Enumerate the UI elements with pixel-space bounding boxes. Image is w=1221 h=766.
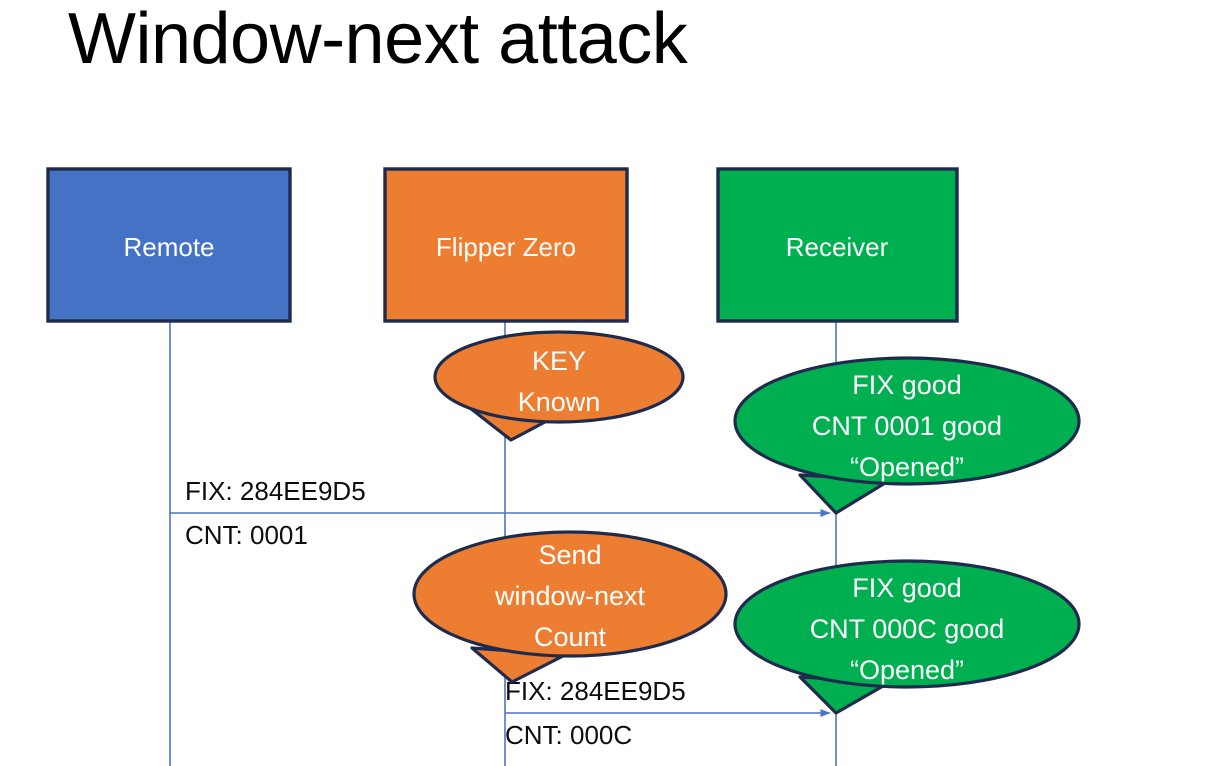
callout-key-known[interactable]: KEY Known (433, 330, 685, 442)
actor-receiver[interactable]: Receiver (716, 167, 959, 323)
callout-line: window-next (494, 581, 646, 611)
message-label-fix: FIX: 284EE9D5 (505, 676, 686, 706)
callout-bubble[interactable] (733, 356, 1081, 486)
actor-box[interactable] (716, 167, 959, 323)
message-label-cnt: CNT: 0001 (185, 520, 308, 550)
actor-label: Receiver (786, 232, 889, 262)
actor-flipper-zero[interactable]: Flipper Zero (383, 167, 629, 323)
callout-line: “Opened” (850, 452, 964, 482)
message-remote-to-receiver: FIX: 284EE9D5 CNT: 0001 (170, 476, 831, 550)
callout-line: Known (518, 387, 601, 417)
callout-line: “Opened” (850, 655, 964, 685)
callout-line: FIX good (852, 573, 962, 603)
page-title: Window-next attack (68, 0, 688, 79)
message-label-cnt: CNT: 000C (505, 720, 632, 750)
actor-remote[interactable]: Remote (46, 167, 292, 323)
callout-send-window-next[interactable]: Send window-next Count (412, 530, 728, 684)
callout-line: KEY (532, 346, 586, 376)
actor-box[interactable] (383, 167, 629, 323)
callout-bubble[interactable] (412, 530, 728, 658)
callout-line: Send (538, 540, 601, 570)
callout-receiver-ack-1[interactable]: FIX good CNT 0001 good “Opened” (733, 356, 1081, 515)
callout-bubble[interactable] (733, 559, 1081, 689)
message-flipper-to-receiver: FIX: 284EE9D5 CNT: 000C (505, 676, 831, 750)
actor-label: Flipper Zero (436, 232, 576, 262)
callout-line: FIX good (852, 370, 962, 400)
callout-line: CNT 000C good (810, 614, 1005, 644)
callout-line: Count (534, 622, 607, 652)
message-label-fix: FIX: 284EE9D5 (185, 476, 366, 506)
actor-box[interactable] (46, 167, 292, 323)
actor-label: Remote (123, 232, 214, 262)
callout-receiver-ack-2[interactable]: FIX good CNT 000C good “Opened” (733, 559, 1081, 715)
callout-line: CNT 0001 good (812, 411, 1002, 441)
callout-bubble[interactable] (433, 330, 685, 424)
